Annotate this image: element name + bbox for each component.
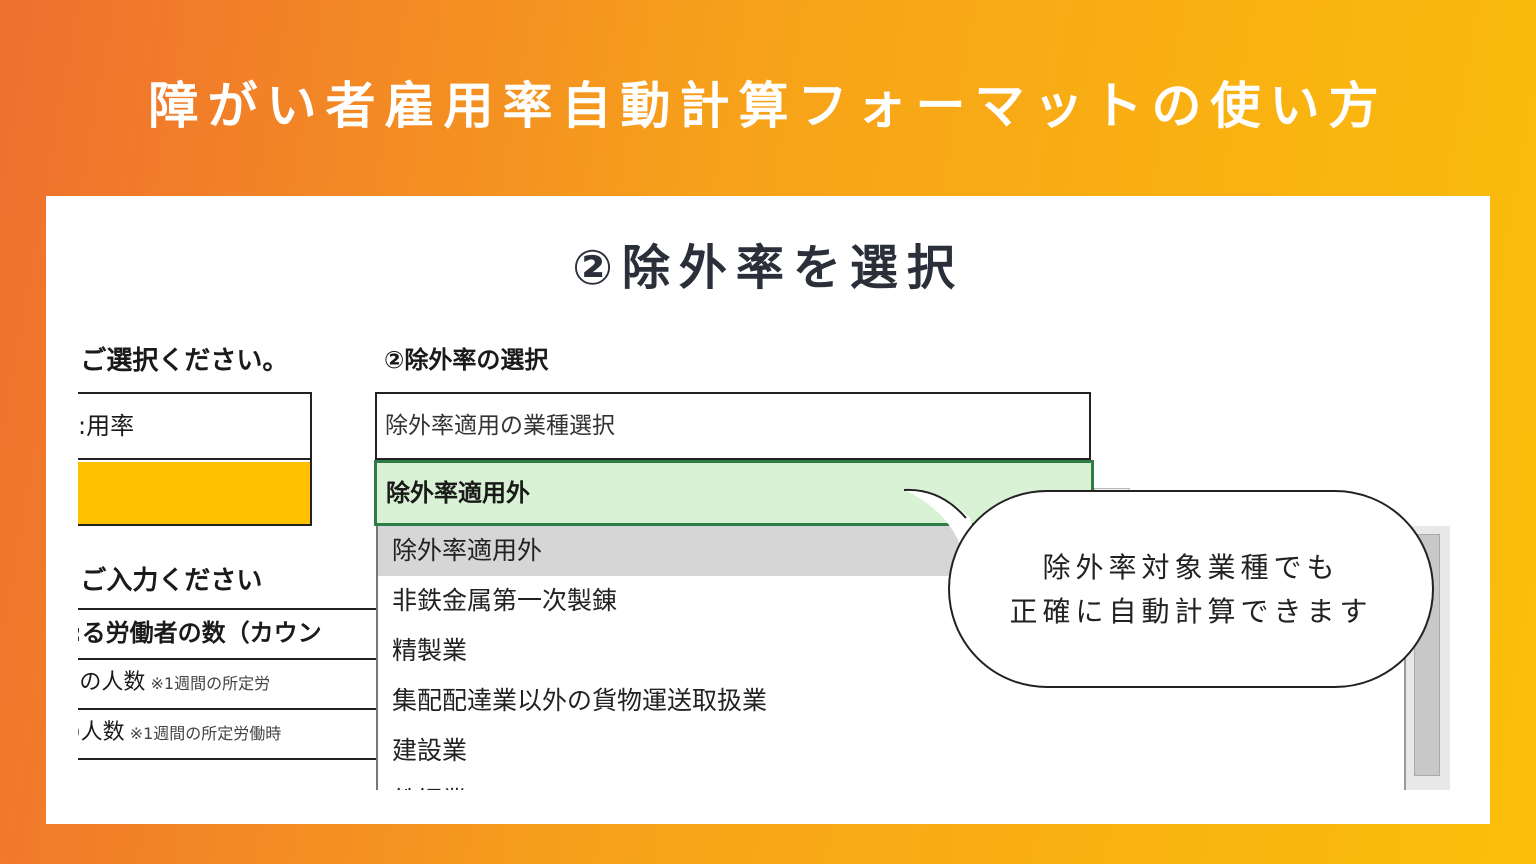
table-cell-note: ※1週間の所定労働時 <box>124 724 282 743</box>
exclusion-rate-heading: ②除外率の選択 <box>384 346 549 374</box>
rate-input-cell[interactable] <box>78 462 310 524</box>
dropdown-option[interactable]: 鉄鋼業 <box>378 776 1450 790</box>
table-cell: :る労働者の数（カウン <box>78 619 322 647</box>
rate-selection-box: :用率 <box>78 392 312 526</box>
callout-line: 除外率対象業種でも <box>1042 551 1340 584</box>
table-cell-note: ※1週間の所定労 <box>145 674 271 693</box>
callout-tail <box>903 488 980 548</box>
dropdown-option[interactable]: 建設業 <box>392 736 468 765</box>
step-title: ②除外率を選択 <box>572 240 964 296</box>
table-cell: )人数 <box>78 720 125 745</box>
dropdown-option[interactable]: 非鉄金属第一次製錬 <box>392 586 618 615</box>
left-section-heading: :ご選択ください。 <box>78 346 289 376</box>
table-cell: :の人数 <box>78 670 146 695</box>
worker-count-table: :る労働者の数（カウン :の人数 ※1週間の所定労 )人数 ※1週間の所定労働時 <box>78 608 378 760</box>
industry-select-label: 除外率適用の業種選択 <box>375 392 1091 460</box>
page-title: 障がい者雇用率自動計算フォーマットの使い方 <box>148 77 1388 135</box>
callout-bubble <box>948 490 1434 688</box>
input-section-heading: :ご入力ください <box>78 566 263 596</box>
table-row: :の人数 ※1週間の所定労 <box>78 660 378 710</box>
rate-label-cell: :用率 <box>78 394 310 460</box>
dropdown-option[interactable]: 精製業 <box>392 636 468 665</box>
table-row: :る労働者の数（カウン <box>78 610 378 660</box>
callout-text: 除外率対象業種でも 正確に自動計算できます <box>948 546 1434 634</box>
callout-line: 正確に自動計算できます <box>1009 595 1373 628</box>
table-row: )人数 ※1週間の所定労働時 <box>78 710 378 760</box>
dropdown-option[interactable]: 集配配達業以外の貨物運送取扱業 <box>392 686 768 715</box>
